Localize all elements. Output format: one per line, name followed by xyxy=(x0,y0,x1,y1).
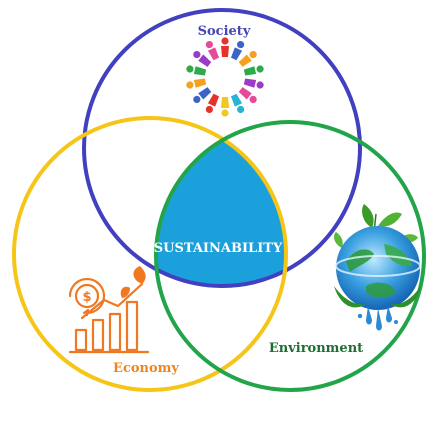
person-figure xyxy=(230,40,245,61)
economy-label: Economy xyxy=(113,361,179,376)
society-label: Society xyxy=(198,24,251,39)
environment-circle xyxy=(154,120,426,392)
people-circle-icon xyxy=(186,37,264,117)
person-figure xyxy=(193,87,212,104)
money-growth-chart-icon: $ xyxy=(68,266,150,354)
earth-globe-icon xyxy=(334,204,422,331)
person-figure xyxy=(205,93,220,114)
person-figure xyxy=(221,97,229,117)
person-figure xyxy=(186,78,207,89)
svg-text:$: $ xyxy=(82,290,91,305)
sustainability-label: SUSTAINABILITY xyxy=(154,241,283,256)
environment-label: Environment xyxy=(269,341,363,356)
person-figure xyxy=(205,40,220,61)
person-figure xyxy=(221,37,229,57)
person-figure xyxy=(230,93,245,114)
society-circle xyxy=(82,8,362,288)
economy-circle xyxy=(12,116,288,392)
person-figure xyxy=(193,50,212,67)
person-figure xyxy=(186,65,207,76)
sustainability-intersection xyxy=(156,122,286,286)
person-figure xyxy=(238,87,257,104)
person-figure xyxy=(238,50,257,67)
person-figure xyxy=(243,78,264,89)
person-figure xyxy=(243,65,264,76)
